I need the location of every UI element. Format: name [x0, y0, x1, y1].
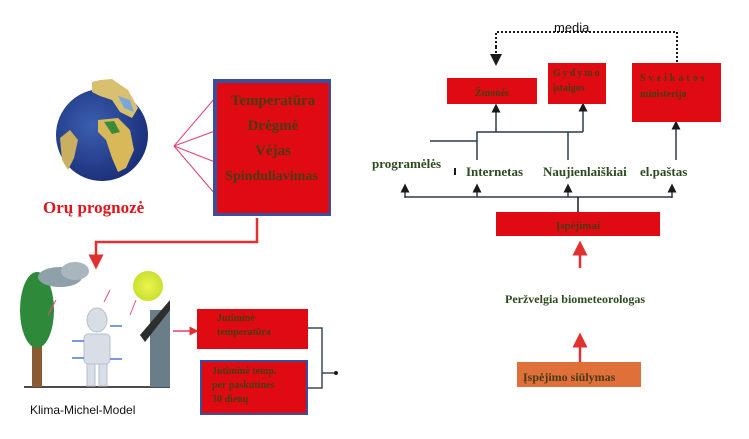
- model-label: Klima-Michel-Model: [30, 403, 136, 417]
- param-temperature: Temperatūra: [230, 93, 316, 109]
- output-line: temperatūra: [217, 327, 271, 338]
- output-line: per paskutines: [212, 380, 275, 391]
- weather-forecast-label: Orų prognozė: [43, 198, 145, 217]
- output-line: Jutiminė: [217, 313, 255, 324]
- warnings-label: Įspėjimai: [556, 220, 600, 232]
- channel-newsletters: Naujienlaiškiai: [543, 164, 627, 179]
- reviewer-label: Peržvelgia biometeorologas: [505, 292, 646, 306]
- output-line: 30 dienų: [212, 394, 249, 405]
- perceived-temperature-box: Jutiminė temperatūra: [197, 309, 308, 349]
- param-humidity: Drėgmė: [247, 118, 299, 134]
- recipient-people-box: Žmonės: [447, 78, 537, 104]
- media-label: media: [554, 20, 590, 35]
- param-radiation: Spinduliavimas: [225, 169, 318, 184]
- recipient-label: ministerija: [640, 89, 687, 100]
- weather-parameters-box: Temperatūra Drėgmė Vėjas Spinduliavimas: [213, 79, 331, 216]
- globe-icon: [56, 79, 148, 181]
- output-line: Jutiminė temp.: [212, 366, 277, 377]
- proposal-label: Įspėjimo siūlymas: [523, 370, 616, 384]
- klima-michel-model-illustration: [20, 262, 170, 388]
- media-dotted-connector: [495, 31, 678, 64]
- fan-lines: [173, 97, 216, 195]
- param-wind: Vėjas: [255, 143, 291, 159]
- channel-email: el.paštas: [640, 164, 688, 179]
- recipient-label: Gydymo: [553, 68, 602, 79]
- recipient-health-ministry-box: Sveikatos ministerija: [632, 63, 721, 122]
- perceived-temperature-30-days-box: Jutiminė temp. per paskutines 30 dienų: [200, 360, 308, 415]
- channel-internet: Internetas: [466, 164, 524, 179]
- forecast-to-model-arrow: [88, 218, 259, 270]
- warnings-box: Įspėjimai: [496, 212, 660, 236]
- channel-apps: programėlės: [372, 156, 442, 171]
- recipient-label: Žmonės: [475, 88, 509, 99]
- outputs-bracket: [308, 327, 335, 389]
- recipient-health-institutions-box: Gydymo įstaigos: [548, 63, 606, 104]
- recipient-label: Sveikatos: [640, 73, 708, 84]
- warning-proposal-box: Įspėjimo siūlymas: [517, 362, 641, 387]
- recipient-label: įstaigos: [553, 83, 585, 94]
